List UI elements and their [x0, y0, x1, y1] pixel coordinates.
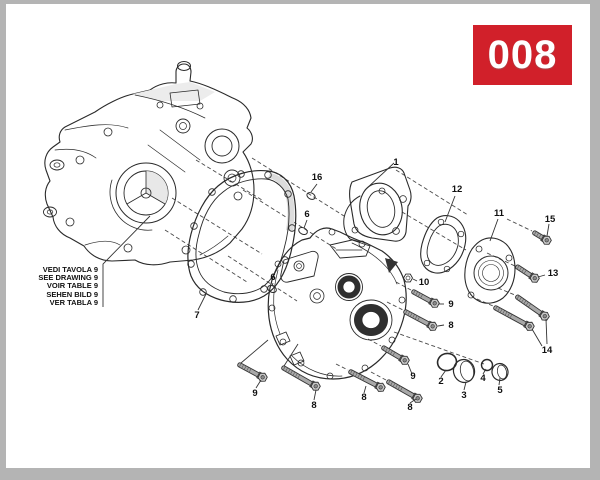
- gasket-12: [420, 215, 467, 274]
- bolt: [348, 369, 386, 392]
- crankcase-drawing: [43, 61, 255, 266]
- bolt: [493, 305, 535, 331]
- bolt: [411, 289, 440, 308]
- note-leader-line: [102, 215, 151, 307]
- part-callout-15: 15: [545, 214, 556, 225]
- callout-layer: 1 16 6 6 12 11 15 13 10 7 9 8 9 2 3 45 14 9 8 8 8: [194, 157, 558, 413]
- part-callout-6: 6: [304, 209, 309, 220]
- part-callout-3: 3: [461, 390, 466, 401]
- bolt: [532, 230, 552, 245]
- part-callout-9: 9: [448, 299, 453, 310]
- bolt: [515, 264, 540, 283]
- dashed-assembly-lines: [164, 157, 533, 381]
- note-line: VER TABLA 9: [49, 297, 98, 307]
- part-callout-12: 12: [452, 184, 463, 195]
- clutch-cover: [267, 227, 407, 380]
- note-line: VOIR TABLE 9: [46, 281, 98, 291]
- part-callout-4: 4: [480, 373, 486, 384]
- part-callout-8: 8: [448, 320, 453, 331]
- pump-cover-11: [464, 237, 516, 304]
- part-callout-5: 5: [497, 385, 503, 396]
- part-callout-13: 13: [548, 268, 559, 279]
- cap-3: [452, 358, 476, 384]
- bracket-1: [343, 166, 412, 243]
- page-number-badge: 008: [473, 25, 572, 85]
- bolt: [403, 309, 438, 331]
- bolt: [381, 345, 410, 365]
- part-callout-8: 8: [311, 400, 316, 411]
- part-callout-8: 8: [361, 392, 366, 403]
- dowel-6-upper: [298, 226, 308, 236]
- leader-lines: [102, 162, 550, 404]
- part-callout-6: 6: [270, 272, 275, 283]
- bolt: [386, 379, 423, 403]
- part-callout-2: 2: [438, 376, 443, 387]
- part-callout-9: 9: [410, 371, 415, 382]
- page-number-text: 008: [487, 32, 558, 77]
- note-line: VEDI TAVOLA 9: [42, 265, 98, 274]
- o-ring-2: [436, 352, 458, 372]
- part-callout-14: 14: [542, 345, 553, 356]
- bolt-layer: [237, 230, 552, 403]
- bolt: [281, 365, 321, 391]
- part-callout-10: 10: [419, 277, 430, 288]
- dowel-6-lower: [267, 284, 277, 294]
- part-callout-9: 9: [252, 388, 257, 399]
- gasket-7: [187, 169, 297, 303]
- bolt: [515, 294, 550, 321]
- part-callout-16: 16: [312, 172, 323, 183]
- o-ring-4: [480, 358, 494, 372]
- part-callout-1: 1: [393, 157, 399, 168]
- nut-10: [403, 273, 413, 283]
- part-callout-11: 11: [494, 208, 505, 219]
- note-line: SEE DRAWING 9: [38, 273, 98, 283]
- cap-5: [491, 362, 509, 382]
- note-line: SEHEN BILD 9: [46, 289, 98, 299]
- part-callout-8: 8: [407, 402, 412, 413]
- part-callout-7: 7: [194, 310, 199, 321]
- bolt: [237, 362, 268, 382]
- dowel-16: [306, 192, 316, 200]
